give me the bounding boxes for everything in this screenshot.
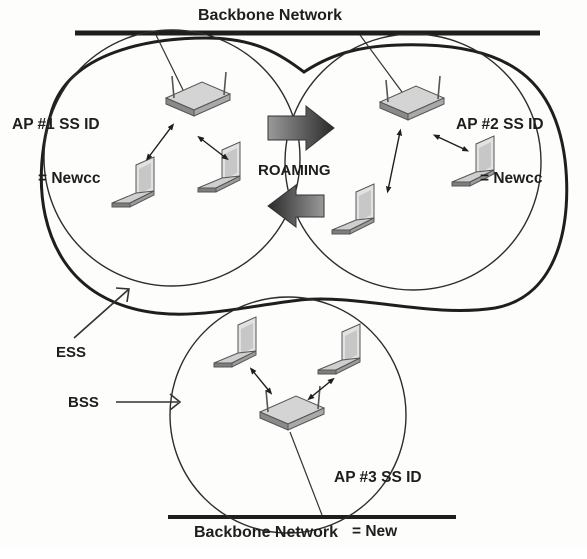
ess-pointer-arrow: [73, 289, 129, 339]
ess-boundary: [39, 36, 569, 316]
ap2-ssid-line2: = Newcc: [480, 170, 543, 187]
ap3-ssid-line2: = New: [352, 523, 398, 540]
link-arrow: [249, 367, 273, 395]
bss-pointer-head: [169, 393, 182, 411]
bss-circle-ap2: [284, 33, 542, 291]
access-point-1-icon: [165, 71, 231, 117]
ap3-ssid-label: AP #3 SS ID = New: [334, 433, 422, 559]
roaming-arrow-right: [267, 104, 335, 152]
bss-label: BSS: [68, 394, 99, 411]
link-arrow: [385, 128, 403, 194]
laptop-icon: [111, 156, 155, 208]
access-point-3-icon: [259, 385, 325, 431]
link-arrow: [432, 134, 470, 152]
backbone-network-label-top: Backbone Network: [198, 7, 343, 24]
ap2-ssid-line1: AP #2 SS ID: [456, 116, 544, 133]
bss-circle-ap3: [169, 296, 407, 534]
roaming-label: ROAMING: [258, 162, 331, 179]
ap1-ssid-label: AP #1 SS ID = Newcc: [12, 80, 100, 206]
laptop-icon: [197, 141, 241, 193]
ess-label: ESS: [56, 344, 87, 361]
laptop-icon: [213, 316, 257, 368]
ap2-uplink: [359, 34, 403, 93]
link-arrow: [197, 135, 229, 161]
ap1-ssid-line1: AP #1 SS ID: [12, 116, 100, 133]
link-arrow: [307, 377, 335, 401]
link-arrow: [145, 123, 175, 161]
ap1-uplink: [155, 34, 185, 93]
network-diagram: Backbone Network Backbone Network AP #1 …: [12, 7, 569, 541]
access-point-2-icon: [379, 75, 445, 121]
roaming-arrow-left: [267, 184, 325, 228]
bss-circle-ap1: [43, 29, 301, 287]
ess-pointer-head: [115, 287, 130, 303]
laptop-icon: [331, 183, 375, 235]
backbone-network-label-bottom: Backbone Network: [194, 524, 339, 541]
diagram-canvas: [39, 29, 569, 534]
ap3-uplink: [289, 431, 323, 516]
laptop-icon: [317, 323, 361, 375]
ap3-ssid-line1: AP #3 SS ID: [334, 469, 422, 486]
ap1-ssid-line2: = Newcc: [38, 170, 101, 187]
ap2-ssid-label: AP #2 SS ID = Newcc: [456, 80, 544, 206]
